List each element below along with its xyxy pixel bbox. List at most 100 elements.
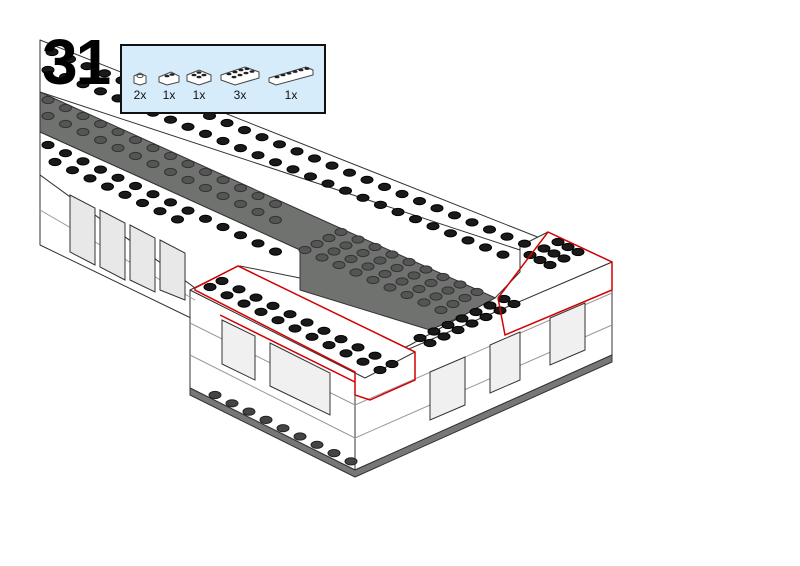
stud [146,159,160,169]
stud [94,135,107,145]
stud [305,332,319,341]
stud [276,424,290,433]
stud [234,199,247,209]
stud [259,415,273,424]
window-panel [489,331,521,394]
part-brick-1x6: 1x [268,66,314,102]
stud [437,332,451,341]
stud [41,140,55,150]
stud [251,207,265,217]
stud [181,206,195,215]
stud [356,193,370,202]
stud [360,175,374,184]
stud [199,214,212,223]
stud [111,173,125,182]
stud [76,127,90,137]
stud [430,204,444,213]
stud [181,159,195,169]
stud [310,440,324,449]
stud [327,247,341,256]
stud [153,207,167,216]
base-plate-edge [189,354,613,478]
stud [304,172,317,181]
part-brick-1x2: 1x [158,70,180,102]
stud [451,325,465,335]
stud [413,197,426,206]
stud [290,147,304,156]
stud [334,335,348,344]
new-brick-outline [194,265,416,401]
window-panel [429,356,466,421]
stud [234,183,247,193]
stud [395,189,409,199]
stud [441,320,455,330]
stud [269,199,282,209]
stud [181,175,195,185]
stud [251,151,265,160]
stud [434,305,448,315]
stud [171,215,184,224]
stud [181,122,195,131]
stud [391,207,405,217]
stud [455,314,469,323]
stud [41,111,55,121]
stud [251,191,265,201]
door-panel [69,194,96,266]
window-panel [269,342,331,416]
parts-list-panel: 2x 1x 1x 3x 1x [120,44,326,114]
stud [343,168,356,177]
stud [334,227,348,237]
stud [269,247,282,256]
stud [269,158,282,167]
stud [465,218,479,227]
stud [298,245,312,255]
stud [80,62,94,71]
stud [339,241,353,250]
stud [129,151,142,161]
stud [400,290,414,300]
stud [412,284,426,294]
stud [293,432,307,441]
stud [385,250,399,259]
stud [273,140,286,149]
stud [234,231,247,240]
stud [220,118,234,128]
stud [266,301,280,310]
stud [469,307,483,317]
stud [427,327,441,336]
stud [419,265,433,274]
stud [327,449,341,458]
stud [242,407,256,416]
stud [339,349,353,358]
stud [479,243,492,252]
stud [164,198,177,207]
stud [417,298,431,307]
stud [41,65,55,75]
stud [199,167,212,177]
stud [533,255,547,265]
stud [249,293,263,302]
stud [373,365,387,375]
stud [283,310,297,319]
stud [199,129,212,138]
stud [344,457,358,466]
stud [383,283,397,292]
stud [255,133,269,142]
new-brick-outline [219,314,356,383]
brick-1x6-icon [268,66,314,86]
stud [83,174,97,183]
stud [483,301,497,310]
stud [448,211,461,220]
stud [94,165,107,174]
door-panel [129,224,156,293]
stud [234,144,247,153]
stud [129,135,142,145]
stud [351,343,365,352]
stud [317,326,331,335]
stud [59,119,72,129]
brick-2x2-icon [186,69,212,86]
stud [208,390,222,400]
stud [203,282,217,292]
stud [315,253,329,262]
stud [66,166,79,175]
